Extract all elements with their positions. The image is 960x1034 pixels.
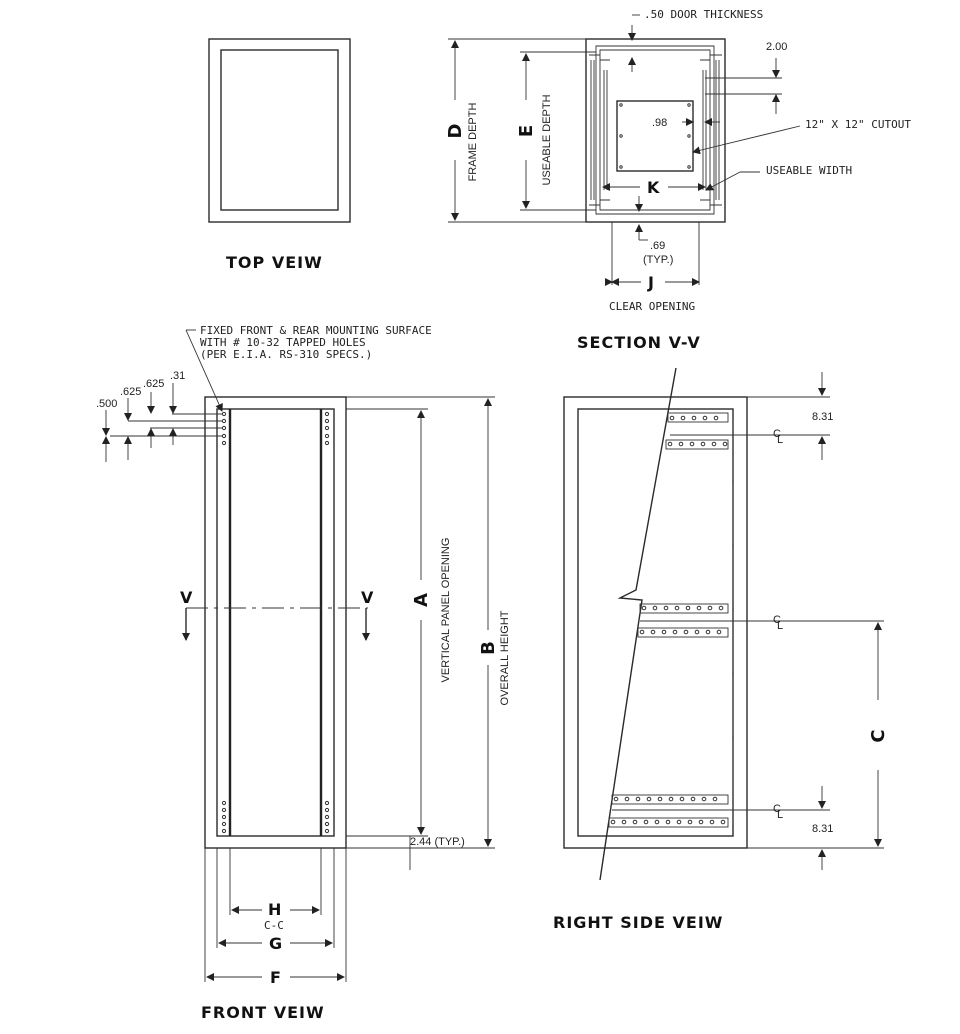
frame-depth-label: FRAME DEPTH [467,103,479,182]
section-view [448,14,801,286]
overall-height-label: OVERALL HEIGHT [499,610,511,705]
rail-hole [713,415,719,421]
rail-hole [613,796,619,802]
rail-holes [610,415,728,825]
dim-831-top: 8.31 [812,411,833,423]
rail-hole [705,629,711,635]
rail-hole [674,605,680,611]
rail-hole [718,605,724,611]
mounting-note-2: WITH # 10-32 TAPPED HOLES [200,336,366,349]
useable-depth-label: USEABLE DEPTH [541,94,553,185]
dim-500: .500 [96,398,117,410]
rail-hole [668,796,674,802]
rail-hole [672,629,678,635]
top-view [208,38,351,223]
letter-f: F [270,968,281,987]
rail-hole [624,796,630,802]
rail-hole [683,629,689,635]
rail-hole [643,819,649,825]
rail-hole [711,441,717,447]
rail-hole [709,819,715,825]
cutout-note: 12" X 12" CUTOUT [805,118,911,131]
dim-244: 2.44 (TYP.) [410,836,465,848]
clear-opening-note: CLEAR OPENING [609,300,695,313]
rail-hole [680,415,686,421]
rail-hole [652,605,658,611]
right-side-view-title: RIGHT SIDE VEIW [553,913,723,932]
rail-hole [661,629,667,635]
door-thickness-note: .50 DOOR THICKNESS [644,8,763,21]
letter-g: G [269,934,282,953]
letter-j: J [647,273,654,292]
rail-hole [694,629,700,635]
dim-831-bottom: 8.31 [812,823,833,835]
rail-hole [696,605,702,611]
rail-hole [667,441,673,447]
dim-31: .31 [170,370,185,382]
mounting-note-3: (PER E.I.A. RS-310 SPECS.) [200,348,372,361]
dim-typ: (TYP.) [643,254,673,266]
rail-hole [650,629,656,635]
rail-hole [691,415,697,421]
rail-hole [676,819,682,825]
cl-mark-mid-sub: L [777,620,783,632]
rail-hole [689,441,695,447]
rail-hole [707,605,713,611]
letter-v-right: V [361,588,374,607]
rail-hole [635,796,641,802]
rail-hole [720,819,726,825]
rail-hole [641,605,647,611]
cc-label: C-C [264,919,284,932]
rail-hole [657,796,663,802]
dim-625: .625 [120,386,141,398]
vertical-panel-opening-label: VERTICAL PANEL OPENING [440,538,452,683]
rail-hole [701,796,707,802]
rail-hole [698,819,704,825]
front-view [102,329,495,982]
rail-hole [610,819,616,825]
letter-h: H [268,900,281,919]
letter-v-left: V [180,588,193,607]
rail-hole [679,796,685,802]
rail-hole [646,796,652,802]
cl-mark-bottom: C [773,803,781,815]
mounting-note-1: FIXED FRONT & REAR MOUNTING SURFACE [200,324,432,337]
rail-hole [700,441,706,447]
rail-hole [702,415,708,421]
rail-hole [639,629,645,635]
rail-hole [716,629,722,635]
cl-mark-top: C [773,428,781,440]
rail-hole [669,415,675,421]
letter-a: A [411,593,432,607]
letter-k: K [647,178,660,197]
rail-hole [690,796,696,802]
rail-hole [722,441,728,447]
rail-hole [678,441,684,447]
cl-mark-top-sub: L [777,434,783,446]
cl-mark-mid: C [773,614,781,626]
rail-hole [654,819,660,825]
rail-hole [712,796,718,802]
cl-mark-bottom-sub: L [777,809,783,821]
rail-hole [632,819,638,825]
rail-hole [687,819,693,825]
rail-hole [663,605,669,611]
dim-2-00: 2.00 [766,41,787,53]
rail-hole [621,819,627,825]
rail-hole [685,605,691,611]
letter-b: B [478,641,499,655]
useable-width-note: USEABLE WIDTH [766,164,852,177]
dim-069: .69 [650,240,665,252]
dim-098: .98 [652,117,667,129]
letter-d: D [445,124,466,139]
section-title: SECTION V-V [577,333,701,352]
letter-c: C [868,729,889,742]
front-view-title: FRONT VEIW [201,1003,325,1022]
rail-hole [665,819,671,825]
dim-625b: .625 [143,378,164,390]
right-side-view [563,367,884,881]
top-view-title: TOP VEIW [226,253,323,272]
letter-e: E [516,125,537,137]
